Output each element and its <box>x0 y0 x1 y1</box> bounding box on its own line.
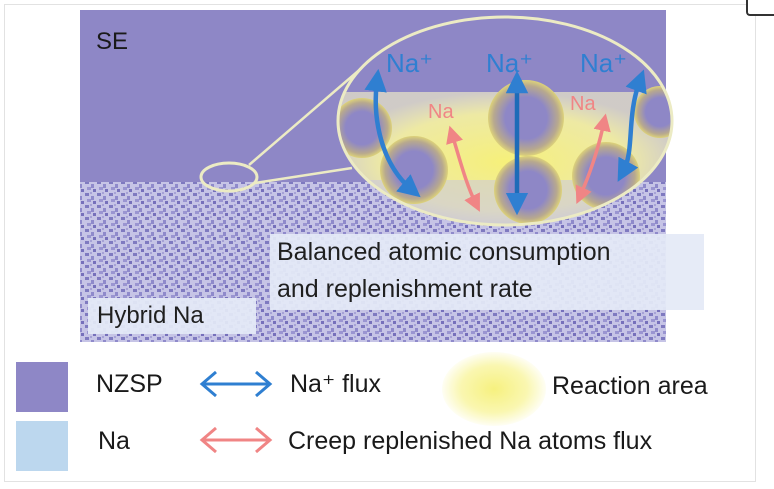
legend-creep-flux-arrow <box>199 426 273 454</box>
magnified-view-border <box>336 15 674 227</box>
legend-nzsp-label: NZSP <box>96 370 163 398</box>
legend-reaction-swatch <box>442 352 546 426</box>
ion-label: Na⁺ <box>386 48 433 78</box>
legend-na-swatch <box>16 421 68 471</box>
callout-line-2: and replenishment rate <box>277 275 533 303</box>
se-label: SE <box>96 28 129 55</box>
creep-flux-arrow <box>446 125 480 212</box>
legend-reaction-label: Reaction area <box>552 372 708 400</box>
legend-nzsp-swatch <box>16 362 68 412</box>
nzsp-particle <box>634 86 672 138</box>
legend-ion-flux-arrow <box>199 370 273 398</box>
nzsp-particle <box>488 80 564 156</box>
hybrid-na-label: Hybrid Na <box>88 298 256 334</box>
legend-na-label: Na <box>98 427 130 455</box>
zoom-line-lower <box>254 166 353 185</box>
ion-label: Na⁺ <box>580 48 627 78</box>
atom-label: Na <box>570 93 596 115</box>
creep-flux-arrow <box>575 113 611 204</box>
balance-callout: Balanced atomic consumption and replenis… <box>270 234 704 310</box>
legend-ion-flux-label: Na⁺ flux <box>290 370 382 398</box>
nzsp-particle <box>494 156 562 224</box>
ion-label: Na⁺ <box>486 48 533 78</box>
ion-flux-arrow <box>617 69 647 182</box>
zoom-line-upper <box>248 65 365 166</box>
nzsp-particle <box>380 136 448 204</box>
atom-label: Na <box>428 101 454 123</box>
window-corner-fragment <box>746 0 774 16</box>
magnified-region-marker <box>199 161 259 193</box>
legend-creep-label: Creep replenished Na atoms flux <box>288 427 653 455</box>
callout-line-1: Balanced atomic consumption <box>277 238 611 266</box>
ion-flux-arrow <box>364 68 421 198</box>
